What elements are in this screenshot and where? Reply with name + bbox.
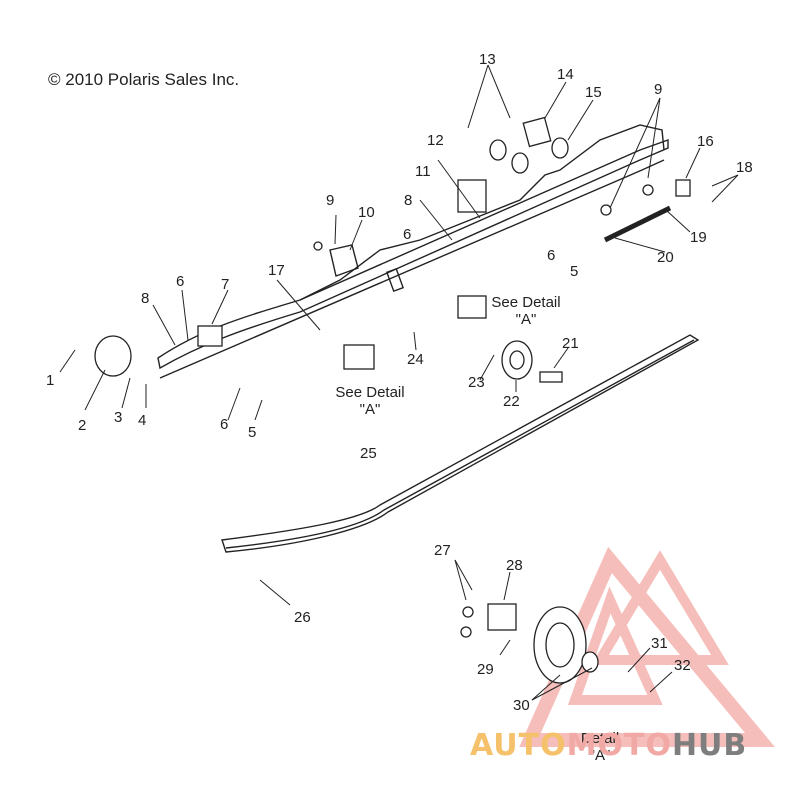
callout-9a: 9 — [326, 192, 335, 209]
copyright-notice: © 2010 Polaris Sales Inc. — [48, 70, 240, 89]
watermark-hub: HUB — [671, 728, 748, 763]
callout-25: 25 — [360, 445, 377, 462]
see-detail-text: See Detail — [335, 384, 405, 401]
callout-6b: 6 — [220, 416, 229, 433]
see-detail-a-right: See Detail "A" — [486, 294, 566, 328]
callout-23: 23 — [468, 374, 485, 391]
see-detail-ref: "A" — [515, 311, 537, 328]
callout-16: 16 — [697, 133, 714, 150]
callout-2: 2 — [78, 417, 87, 434]
callout-24: 24 — [407, 351, 424, 368]
see-detail-a-left: See Detail "A" — [330, 384, 410, 418]
callout-11: 11 — [415, 163, 431, 180]
callout-5a: 5 — [248, 424, 257, 441]
callout-12: 12 — [427, 132, 444, 149]
callout-8a: 8 — [141, 290, 150, 307]
callout-9b: 9 — [654, 81, 663, 98]
callout-20: 20 — [657, 249, 674, 266]
detail-a-ref: "A" — [589, 747, 611, 764]
callout-6a: 6 — [176, 273, 185, 290]
see-detail-text: See Detail — [491, 294, 561, 311]
callout-1: 1 — [46, 372, 55, 389]
leader-lines — [59, 64, 739, 701]
callout-28: 28 — [506, 557, 523, 574]
callout-22: 22 — [503, 393, 520, 410]
callout-29: 29 — [477, 661, 494, 678]
detail-a-text: Detail — [580, 730, 620, 747]
slide-rail-assembly — [157, 124, 669, 379]
callout-18: 18 — [736, 159, 753, 176]
callout-7: 7 — [221, 276, 230, 293]
callout-10: 10 — [358, 204, 375, 221]
callout-17: 17 — [268, 262, 285, 279]
callout-6d: 6 — [547, 247, 556, 264]
callout-27: 27 — [434, 542, 451, 559]
callout-3: 3 — [114, 409, 123, 426]
see-detail-ref: "A" — [359, 401, 381, 418]
detail-a-label: Detail "A" — [572, 730, 628, 764]
callout-31: 31 — [651, 635, 668, 652]
watermark-auto: AUTO — [470, 728, 567, 763]
callout-6c: 6 — [403, 226, 412, 243]
callout-21: 21 — [562, 335, 579, 352]
callout-14: 14 — [557, 66, 574, 83]
callout-30: 30 — [513, 697, 530, 714]
callout-8b: 8 — [404, 192, 413, 209]
wear-strip — [221, 334, 700, 553]
watermark-text: AUTOMOTOHUB — [470, 728, 747, 763]
callout-32: 32 — [674, 657, 691, 674]
callout-4: 4 — [138, 412, 147, 429]
callout-13: 13 — [479, 51, 496, 68]
callout-5b: 5 — [570, 263, 579, 280]
callout-26: 26 — [294, 609, 311, 626]
parts — [94, 116, 691, 684]
callout-15: 15 — [585, 84, 602, 101]
watermark-moto: MOTO — [566, 728, 672, 763]
callout-19: 19 — [690, 229, 707, 246]
